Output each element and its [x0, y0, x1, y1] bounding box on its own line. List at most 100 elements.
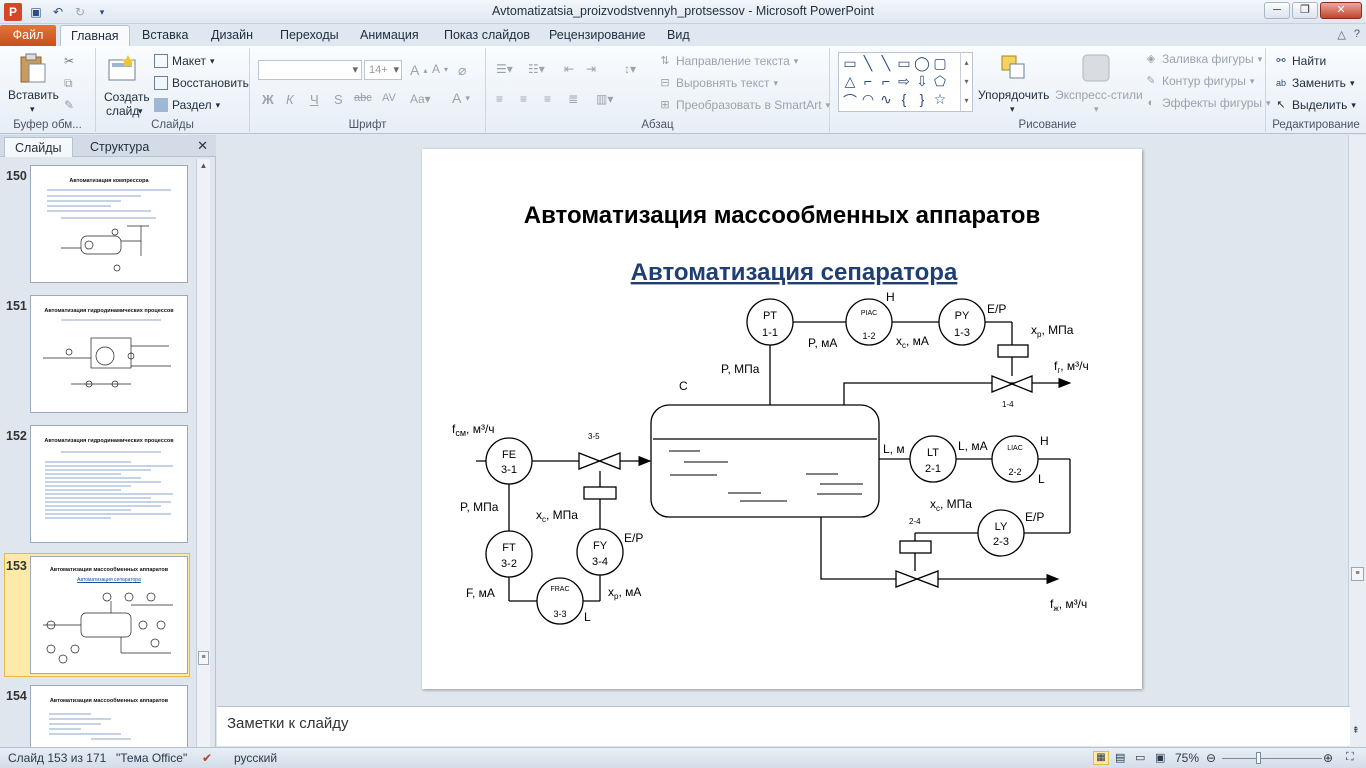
clear-format-icon[interactable]: ⌀: [458, 62, 467, 78]
zoom-level[interactable]: 75%: [1175, 751, 1200, 765]
actuator-3-5[interactable]: [583, 486, 617, 500]
align-right-icon[interactable]: ≡: [544, 92, 552, 106]
paste-icon[interactable]: [16, 52, 48, 84]
shapes-scroll[interactable]: ▴▾▾: [960, 53, 972, 111]
tab-transitions[interactable]: Переходы: [280, 28, 339, 42]
format-painter-icon[interactable]: ✎: [64, 98, 75, 112]
align-left-icon[interactable]: ≡: [496, 92, 504, 106]
redo-icon[interactable]: ↻: [74, 5, 86, 19]
shape-effects-button[interactable]: ◐Эффекты фигуры▾: [1144, 96, 1271, 110]
tab-home[interactable]: Главная: [60, 25, 130, 46]
cut-icon[interactable]: ✂: [64, 54, 75, 68]
instrument-py-1-3[interactable]: [938, 298, 986, 346]
align-center-icon[interactable]: ≡: [520, 92, 528, 106]
strikethrough-icon[interactable]: abc: [354, 92, 372, 104]
instrument-pt-1-1[interactable]: [746, 298, 794, 346]
close-button[interactable]: ✕: [1320, 2, 1362, 19]
scroll-thumb[interactable]: ≡: [198, 651, 209, 665]
powerpoint-logo-icon[interactable]: P: [4, 3, 22, 21]
char-spacing-icon[interactable]: AV: [382, 92, 396, 104]
justify-icon[interactable]: ≣: [568, 92, 579, 106]
instrument-liac-2-2[interactable]: [991, 435, 1039, 483]
arrange-button[interactable]: Упорядочить: [978, 88, 1050, 102]
section-button[interactable]: Раздел▾: [154, 98, 220, 112]
align-text-button[interactable]: ⊟Выровнять текст▾: [658, 76, 778, 90]
slide-scroll-thumb[interactable]: ≡: [1351, 567, 1364, 581]
shape-fill-button[interactable]: ◈Заливка фигуры▾: [1144, 52, 1262, 66]
tab-insert[interactable]: Вставка: [142, 28, 189, 42]
slide-thumbnail-153[interactable]: Автоматизация массообменных аппаратов Ав…: [30, 556, 188, 674]
font-size-combo[interactable]: 14+▾: [364, 60, 402, 80]
paste-button[interactable]: Вставить: [8, 88, 59, 102]
instrument-fe-3-1[interactable]: [485, 437, 533, 485]
quick-styles-button[interactable]: Экспресс-стили: [1055, 88, 1143, 102]
save-icon[interactable]: ▣: [30, 5, 42, 19]
slide-sorter-icon[interactable]: ▤: [1115, 752, 1126, 764]
fit-slide-icon[interactable]: ⛶: [1346, 751, 1354, 763]
grow-font-icon[interactable]: A▴: [410, 62, 428, 78]
valve-2-4[interactable]: [895, 570, 939, 588]
normal-view-icon[interactable]: ▦: [1093, 751, 1109, 765]
tab-review[interactable]: Рецензирование: [549, 28, 646, 42]
slide-thumbnail-152[interactable]: Автоматизация гидродинамических процессо…: [30, 425, 188, 543]
font-color-icon[interactable]: A▾: [452, 90, 470, 106]
instrument-ft-3-2[interactable]: [485, 530, 533, 578]
slide-thumbnail-150[interactable]: Автоматизация компрессора: [30, 165, 188, 283]
italic-icon[interactable]: К: [286, 92, 294, 107]
actuator-2-4[interactable]: [899, 540, 932, 554]
slideshow-view-icon[interactable]: ▣: [1155, 752, 1166, 764]
tab-outline-panel[interactable]: Структура: [90, 140, 150, 154]
font-family-combo[interactable]: ▾: [258, 60, 362, 80]
tab-slides-panel[interactable]: Слайды: [4, 137, 73, 157]
language-indicator[interactable]: русский: [234, 751, 278, 765]
notes-pane[interactable]: Заметки к слайду: [217, 706, 1350, 746]
instrument-ly-2-3[interactable]: [977, 509, 1025, 557]
new-slide-icon[interactable]: [106, 54, 138, 86]
new-slide-button[interactable]: Создать: [104, 90, 150, 104]
tab-slideshow[interactable]: Показ слайдов: [444, 28, 531, 42]
bullets-icon[interactable]: ☰▾: [496, 62, 513, 76]
actuator-1-4[interactable]: [997, 344, 1029, 358]
find-button[interactable]: ⚯Найти: [1274, 54, 1326, 68]
underline-icon[interactable]: Ч: [310, 92, 319, 107]
copy-icon[interactable]: ⧉: [64, 76, 73, 90]
undo-icon[interactable]: ↶: [52, 5, 64, 19]
layout-button[interactable]: Макет▾: [154, 54, 215, 68]
line-spacing-icon[interactable]: ↕▾: [624, 62, 637, 76]
instrument-fy-3-4[interactable]: [576, 528, 624, 576]
bold-icon[interactable]: Ж: [262, 92, 274, 107]
zoom-slider[interactable]: [1222, 758, 1322, 759]
shapes-gallery[interactable]: ▭ ╲ ╲ ▭ ◯ ▢ △ ⌐ ⌐ ⇨ ⇩ ⬠ ⌒ ◠ ∿ { } ☆ ▴▾▾: [838, 52, 973, 112]
tab-file[interactable]: Файл: [0, 25, 56, 46]
instrument-piac-1-2[interactable]: [845, 298, 893, 346]
zoom-out-icon[interactable]: ⊖: [1206, 751, 1217, 765]
slides-panel-scrollbar[interactable]: ▲ ≡: [196, 159, 210, 747]
minimize-ribbon-icon[interactable]: △: [1337, 29, 1346, 41]
spellcheck-icon[interactable]: ✔: [202, 751, 213, 765]
close-panel-icon[interactable]: ✕: [197, 138, 208, 153]
slide-subtitle[interactable]: Автоматизация сепаратора: [631, 259, 958, 286]
smartart-button[interactable]: ⊞Преобразовать в SmartArt▾: [658, 98, 830, 112]
shrink-font-icon[interactable]: A▾: [432, 62, 449, 76]
change-case-icon[interactable]: Aa▾: [410, 92, 431, 106]
slide-thumbnail-151[interactable]: Автоматизация гидродинамических процессо…: [30, 295, 188, 413]
maximize-button[interactable]: ❐: [1292, 2, 1318, 19]
slide-thumbnail-154[interactable]: Автоматизация массообменных аппаратов: [30, 685, 188, 747]
minimize-button[interactable]: ─: [1264, 2, 1290, 19]
zoom-slider-thumb[interactable]: [1256, 752, 1261, 764]
slide-title[interactable]: Автоматизация массообменных аппаратов: [524, 202, 1040, 229]
tab-animation[interactable]: Анимация: [360, 28, 419, 42]
prev-slide-icon[interactable]: ⇞: [1352, 725, 1360, 735]
valve-3-5[interactable]: [578, 452, 621, 470]
zoom-in-icon[interactable]: ⊕: [1323, 751, 1334, 765]
separator-vessel[interactable]: [650, 404, 880, 518]
reading-view-icon[interactable]: ▭: [1135, 752, 1146, 764]
decrease-indent-icon[interactable]: ⇤: [564, 62, 575, 76]
text-direction-button[interactable]: ⇅Направление текста▾: [658, 54, 798, 68]
increase-indent-icon[interactable]: ⇥: [586, 62, 597, 76]
customize-qat-icon[interactable]: ▾: [99, 6, 105, 17]
help-icon[interactable]: ?: [1353, 28, 1360, 40]
quick-styles-icon[interactable]: [1080, 52, 1112, 84]
slide-scrollbar[interactable]: ≡ ⇞: [1348, 135, 1366, 747]
